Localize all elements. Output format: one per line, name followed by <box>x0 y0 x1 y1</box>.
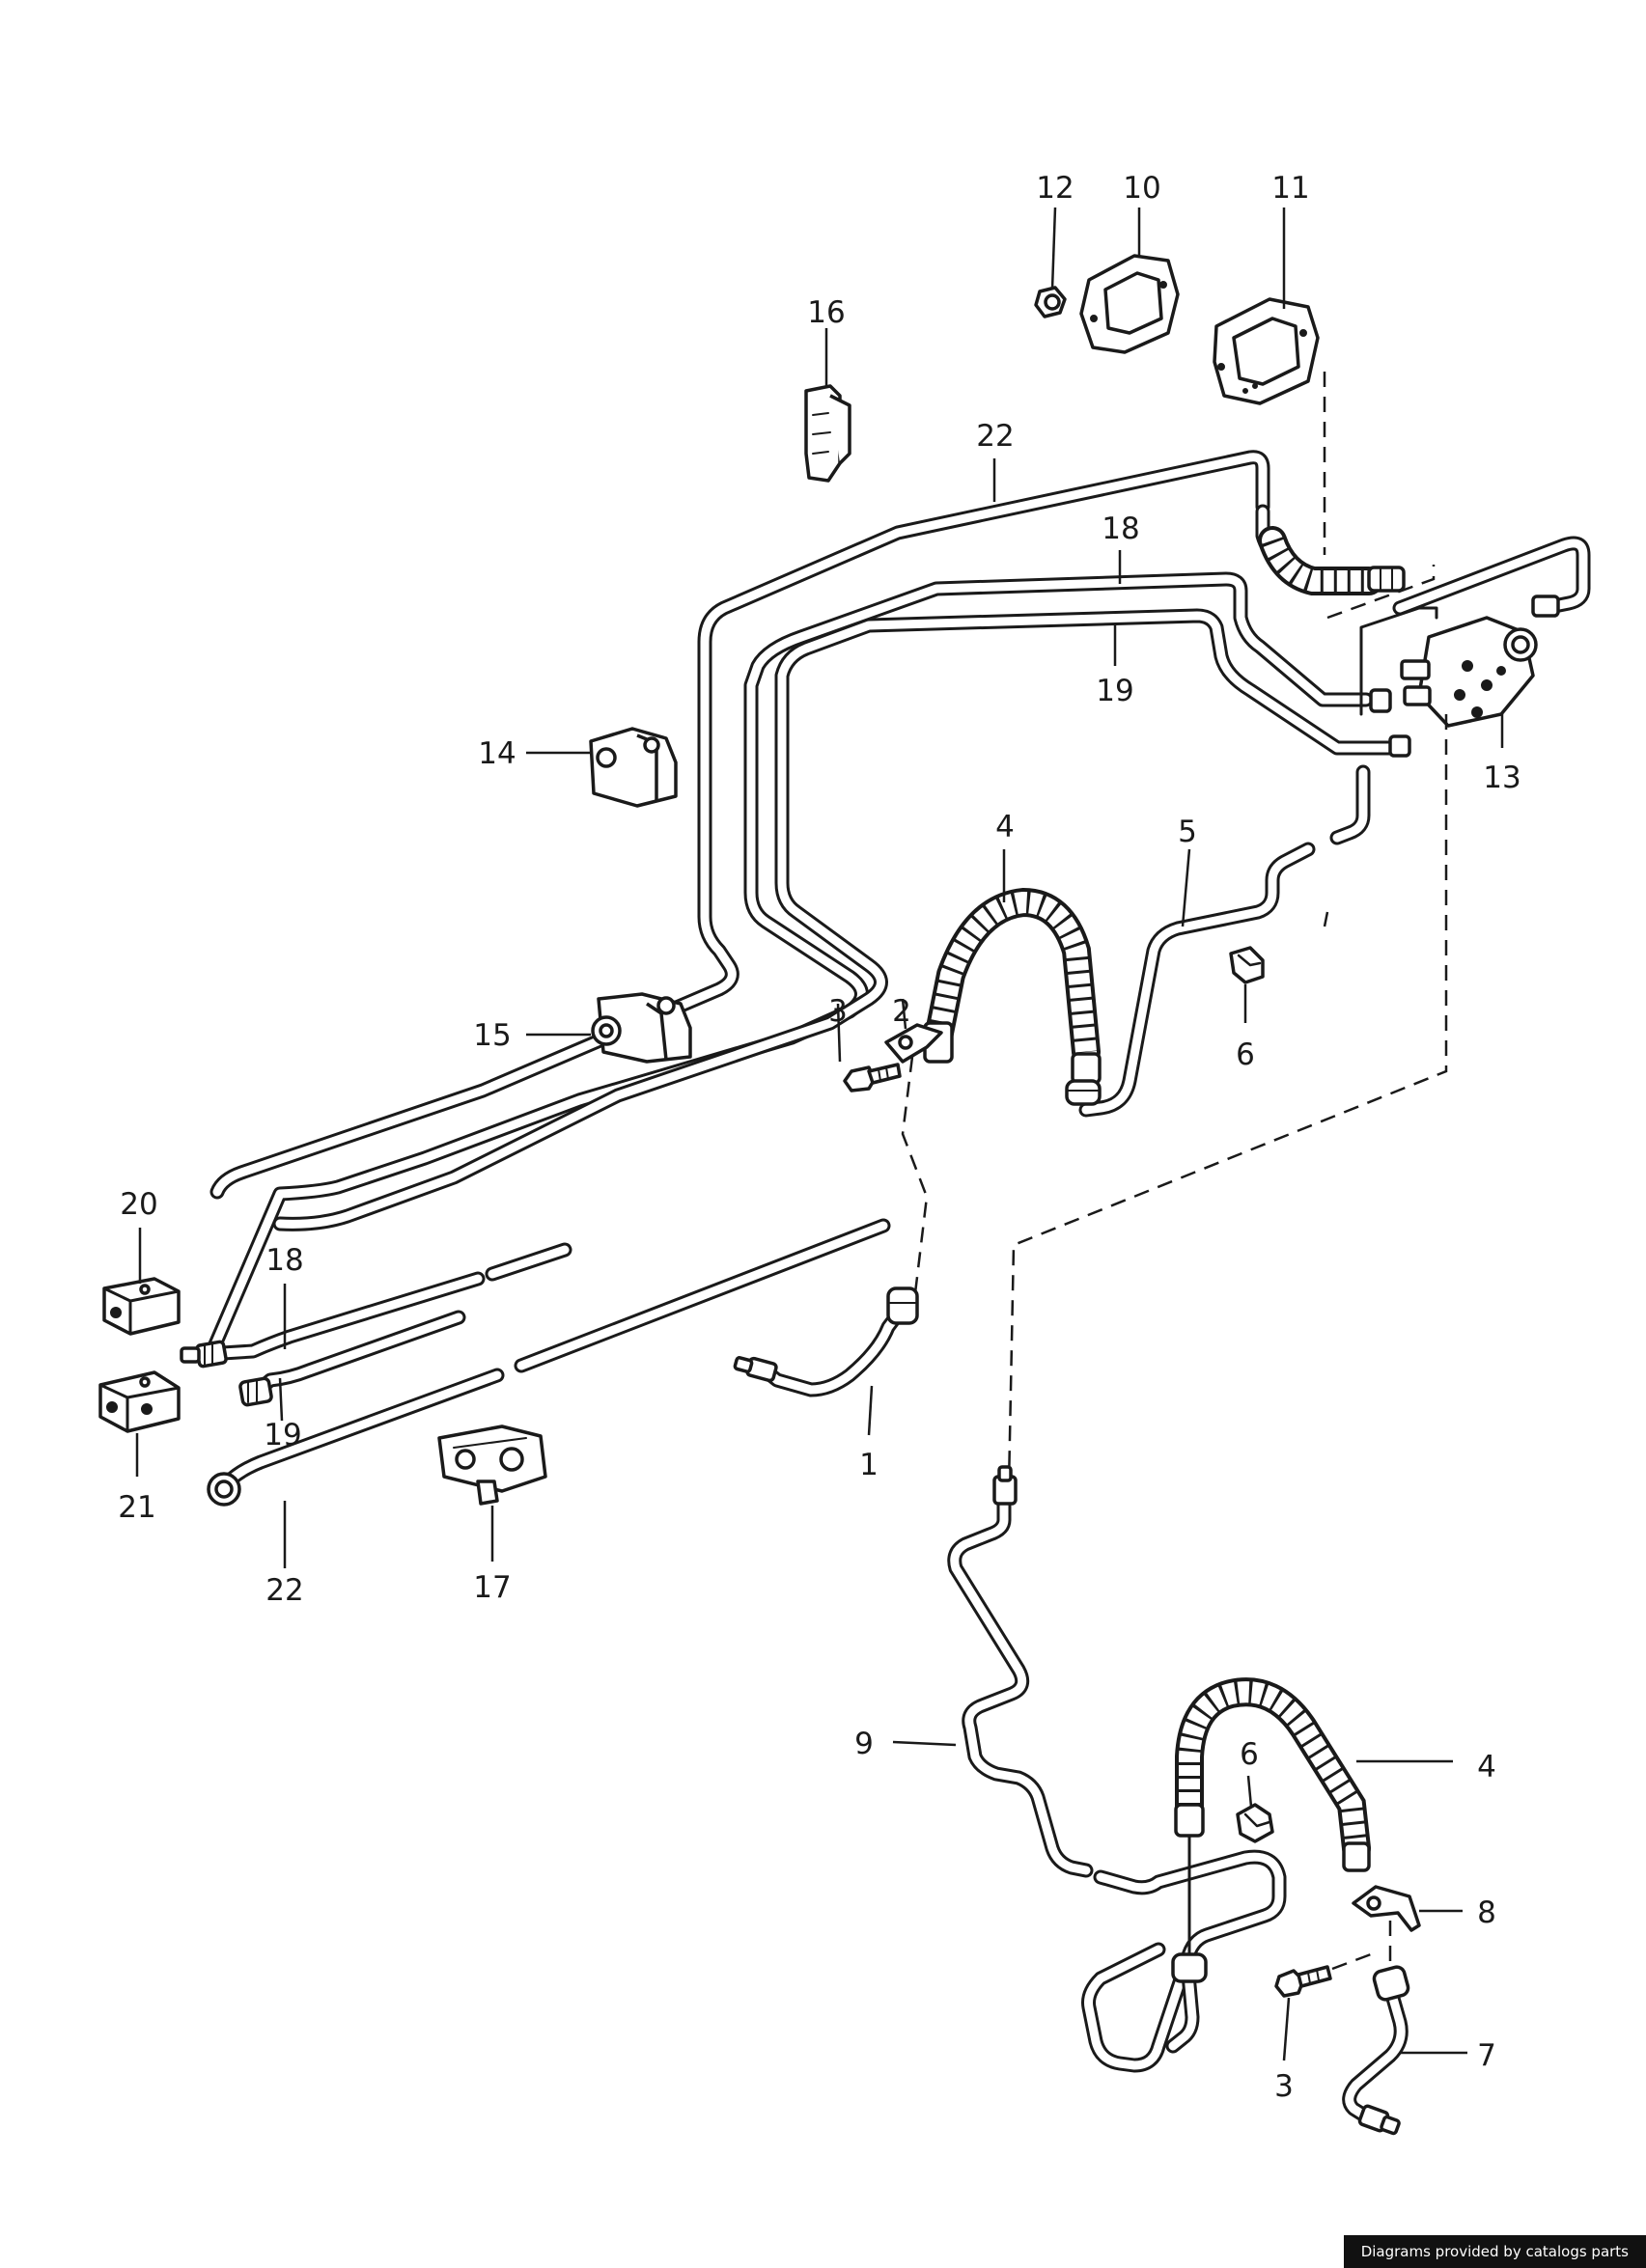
label-18-left: 18 <box>265 1243 303 1278</box>
label-14: 14 <box>478 736 516 771</box>
label-12: 12 <box>1036 171 1074 206</box>
brake-pipe-9 <box>947 1465 1287 2073</box>
brake-pipe-18-left <box>200 1242 572 1362</box>
label-4-upper: 4 <box>995 810 1015 844</box>
clip-6-lower <box>1236 1803 1274 1843</box>
brake-hose-22-flex <box>1258 526 1406 595</box>
regulator-bracket-outline <box>1326 565 1438 716</box>
label-3-upper: 3 <box>828 994 848 1029</box>
label-8: 8 <box>1477 1895 1496 1930</box>
junction-block-20 <box>102 1277 181 1336</box>
brake-pipe-1 <box>733 1286 919 1397</box>
diagram-credit: Diagrams provided by catalogs parts <box>1343 2235 1646 2268</box>
gasket-11 <box>1213 297 1320 405</box>
label-13: 13 <box>1483 761 1520 795</box>
clip-6-upper <box>1229 946 1265 984</box>
nut-12 <box>1034 286 1067 318</box>
label-21: 21 <box>118 1490 155 1525</box>
label-3-lower: 3 <box>1274 2069 1294 2104</box>
brake-pipe-19-left <box>248 1310 466 1400</box>
brake-hose-4-lower <box>1171 1677 1371 1983</box>
brake-pipe-7 <box>1342 1965 1410 2136</box>
brake-pipe-5 <box>1078 764 1371 1118</box>
label-11: 11 <box>1271 171 1309 206</box>
label-9: 9 <box>854 1727 874 1761</box>
label-15: 15 <box>473 1018 511 1053</box>
bolt-3-upper <box>843 1063 902 1093</box>
clip-16 <box>804 384 851 483</box>
label-5: 5 <box>1178 815 1197 849</box>
pressure-regulator-13 <box>1369 616 1538 758</box>
hose-bracket-8 <box>1352 1885 1421 1932</box>
gasket-10 <box>1079 254 1180 354</box>
clip-17 <box>437 1424 547 1506</box>
label-19-top: 19 <box>1096 674 1133 708</box>
pipe-fitting-22 <box>207 1472 241 1507</box>
junction-block-21 <box>98 1370 181 1433</box>
label-18-top: 18 <box>1102 512 1139 546</box>
dashed-link-2-to-1 <box>901 1056 929 1294</box>
pipe-fitting-19 <box>238 1376 273 1407</box>
label-2: 2 <box>892 994 911 1029</box>
brake-hose-4-upper <box>923 887 1102 1106</box>
dashed-link-13-to-9 <box>1007 714 1448 1487</box>
label-6-lower: 6 <box>1240 1737 1259 1772</box>
label-22-top: 22 <box>976 419 1014 454</box>
brake-pipe-19 <box>272 608 1398 1231</box>
label-16: 16 <box>807 295 845 330</box>
leader-lines <box>135 207 1504 2061</box>
brake-pipe-rear-upper <box>1392 536 1591 618</box>
clip-15 <box>591 992 692 1064</box>
clip-14 <box>589 727 678 808</box>
brake-pipe-22 <box>209 450 1270 1200</box>
label-10: 10 <box>1123 171 1160 206</box>
pipe-fitting-18 <box>180 1340 228 1369</box>
label-20: 20 <box>120 1187 157 1222</box>
brake-pipe-18 <box>205 571 1374 1359</box>
label-1: 1 <box>859 1448 879 1482</box>
callout-labels: 1 2 3 4 5 6 4 6 8 3 7 9 10 11 12 13 14 1… <box>118 171 1520 2104</box>
bolt-3-lower <box>1274 1965 1332 1998</box>
brake-pipe-22-left <box>216 1218 891 1494</box>
label-19-left: 19 <box>264 1418 301 1452</box>
label-6-upper: 6 <box>1236 1037 1255 1072</box>
label-22-left: 22 <box>265 1573 303 1608</box>
hose-bracket-2 <box>884 1023 943 1064</box>
dashed-link-3-to-8 <box>1331 1921 1392 1971</box>
label-7: 7 <box>1477 2038 1496 2073</box>
label-4-lower: 4 <box>1477 1750 1496 1784</box>
label-17: 17 <box>473 1570 511 1605</box>
